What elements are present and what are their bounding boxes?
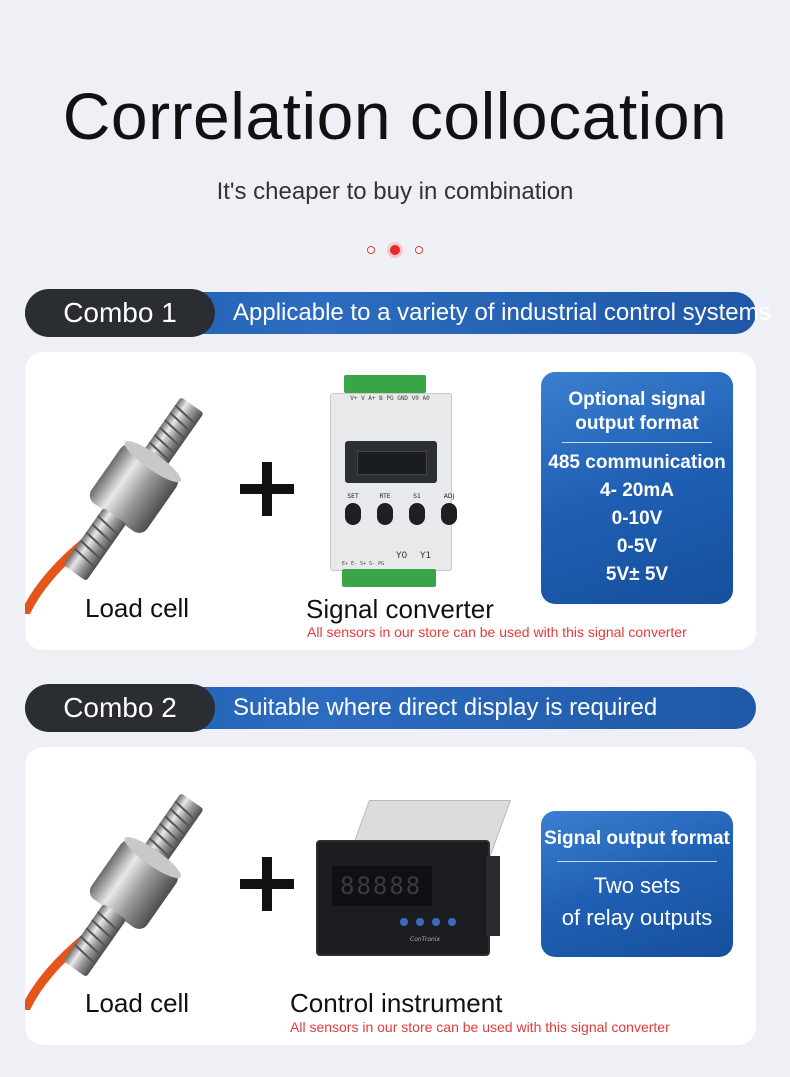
signal-format-box: Signal output format Two sets of relay o… bbox=[541, 811, 733, 957]
device-button-label: S1 bbox=[413, 493, 421, 500]
page-subtitle: It's cheaper to buy in combination bbox=[216, 178, 574, 205]
combo-1-banner-text: Applicable to a variety of industrial co… bbox=[233, 299, 771, 326]
device-terminal-bottom-labels: E+ E- S+ S- PG bbox=[342, 561, 385, 567]
device-button bbox=[377, 503, 393, 525]
combo-2-banner-text: Suitable where direct display is require… bbox=[233, 694, 658, 721]
device-button-label: RTE bbox=[379, 493, 391, 500]
combo-1-pill: Combo 1 bbox=[25, 289, 215, 337]
output-format-box: Optional signal output format 485 commun… bbox=[541, 372, 733, 604]
combo-2-pill: Combo 2 bbox=[25, 684, 215, 732]
device-button bbox=[409, 503, 425, 525]
output-format-title: output format bbox=[575, 413, 699, 434]
load-cell-image bbox=[25, 794, 203, 1010]
device-output-y1: Y1 bbox=[420, 551, 432, 561]
compatibility-note: All sensors in our store can be used wit… bbox=[307, 624, 687, 640]
signal-converter-label: Signal converter bbox=[306, 594, 494, 624]
device-output-y0: Y0 bbox=[396, 551, 408, 561]
output-format-item: 5V± 5V bbox=[605, 564, 669, 585]
device-button-label: ADJ bbox=[443, 493, 455, 500]
signal-format-item: of relay outputs bbox=[561, 905, 713, 930]
carousel-dots bbox=[0, 239, 790, 255]
signal-format-item: Two sets bbox=[593, 873, 681, 898]
plus-icon bbox=[240, 857, 294, 911]
signal-converter-image: V+ V A+ B PG GND V0 A0 SET RTE S1 ADJ Y0… bbox=[330, 375, 457, 587]
output-format-item: 0-10V bbox=[611, 508, 663, 529]
control-instrument-label: Control instrument bbox=[290, 988, 503, 1018]
plus-icon bbox=[240, 462, 294, 516]
carousel-dot[interactable] bbox=[366, 245, 375, 254]
page-title: Correlation collocation bbox=[62, 79, 728, 153]
output-format-item: 0-5V bbox=[616, 536, 658, 557]
load-cell-label: Load cell bbox=[85, 593, 190, 623]
carousel-dot[interactable] bbox=[415, 245, 424, 254]
compatibility-note: All sensors in our store can be used wit… bbox=[290, 1019, 670, 1035]
control-instrument-image: 88888 ConTronix bbox=[316, 800, 512, 958]
device-button bbox=[441, 503, 457, 525]
signal-format-title: Signal output format bbox=[544, 828, 730, 849]
device-button bbox=[345, 503, 361, 525]
device-brand: ConTronix bbox=[410, 936, 441, 943]
output-format-title: Optional signal bbox=[568, 389, 706, 410]
device-terminal-top-labels: V+ V A+ B PG GND V0 A0 bbox=[350, 395, 430, 402]
load-cell-image bbox=[25, 398, 203, 614]
carousel-dot-active[interactable] bbox=[390, 244, 400, 255]
output-format-item: 485 communication bbox=[548, 452, 726, 473]
output-format-item: 4- 20mA bbox=[600, 480, 674, 501]
load-cell-label: Load cell bbox=[85, 988, 190, 1018]
device-button-label: SET bbox=[347, 493, 359, 500]
